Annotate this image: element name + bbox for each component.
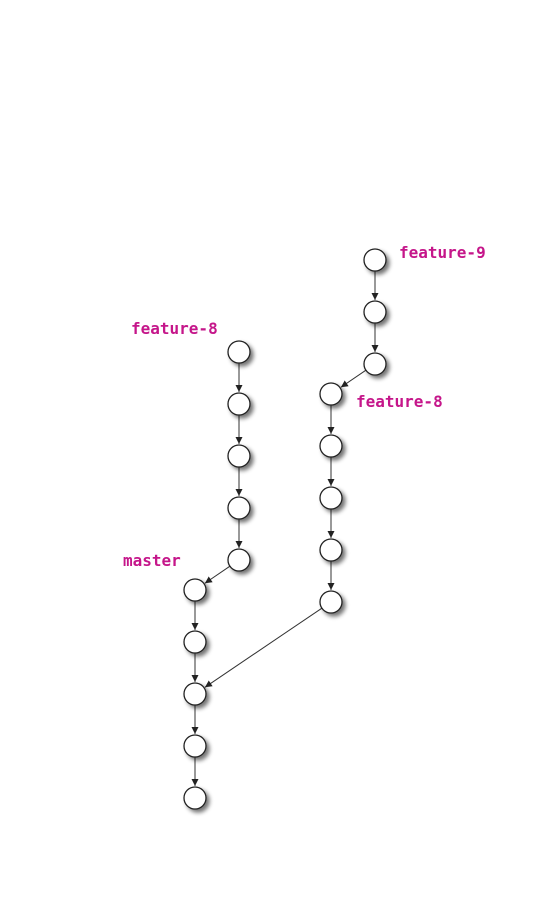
branch-label-feature-9: feature-9	[399, 243, 486, 262]
commit-node-l3	[227, 444, 251, 468]
edge-f9-3-to-r1	[340, 369, 367, 388]
commit-node-r4	[319, 538, 343, 562]
commit-node-l4	[227, 496, 251, 520]
commit-node-r3	[319, 486, 343, 510]
commit-node-m5	[183, 786, 207, 810]
commit-node-r2	[319, 434, 343, 458]
commit-node-r5	[319, 590, 343, 614]
commit-node-m3	[183, 682, 207, 706]
commit-node-m1	[183, 578, 207, 602]
commit-node-m4	[183, 734, 207, 758]
commit-node-f9-2	[363, 300, 387, 324]
commit-node-f9-1	[363, 248, 387, 272]
commit-node-l2	[227, 392, 251, 416]
commit-node-r1	[319, 382, 343, 406]
branch-label-feature-8-left: feature-8	[131, 319, 218, 338]
commit-node-f9-3	[363, 352, 387, 376]
edges-layer	[191, 271, 379, 786]
commit-node-l1	[227, 340, 251, 364]
commit-node-l5	[227, 548, 251, 572]
edge-l5-to-m1	[204, 565, 231, 584]
edge-r5-to-m3	[204, 607, 323, 688]
branch-label-master: master	[123, 551, 181, 570]
nodes-layer	[183, 248, 387, 810]
branch-label-feature-8-right: feature-8	[356, 392, 443, 411]
commit-node-m2	[183, 630, 207, 654]
